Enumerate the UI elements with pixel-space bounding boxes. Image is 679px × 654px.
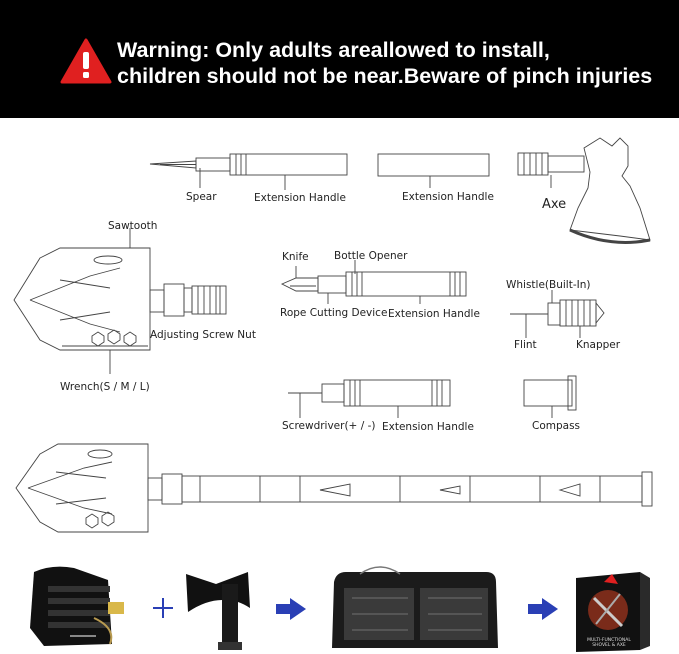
label-bottle-opener: Bottle Opener bbox=[334, 250, 408, 262]
screwdriver-part bbox=[288, 379, 451, 418]
folded-shovel-image bbox=[30, 566, 124, 646]
axe-part bbox=[517, 137, 651, 244]
label-extension-handle-2: Extension Handle bbox=[402, 191, 494, 203]
label-whistle: Whistle(Built-In) bbox=[506, 279, 591, 291]
label-spear: Spear bbox=[186, 191, 217, 203]
assembled-shovel-part bbox=[15, 443, 653, 533]
label-extension-handle-3: Extension Handle bbox=[388, 308, 480, 320]
label-axe: Axe bbox=[542, 197, 567, 212]
axe-image bbox=[186, 572, 250, 650]
package-sequence: MULTI-FUNCTIONAL SHOVEL & AXE bbox=[0, 558, 679, 654]
flint-whistle-part bbox=[510, 290, 605, 338]
label-knife: Knife bbox=[282, 251, 309, 263]
label-flint: Flint bbox=[514, 339, 537, 351]
label-compass: Compass bbox=[532, 420, 581, 432]
compass-part bbox=[523, 375, 577, 418]
extension-handle-part bbox=[377, 153, 490, 177]
label-sawtooth: Sawtooth bbox=[108, 220, 158, 232]
box-text-line-1: MULTI-FUNCTIONAL bbox=[587, 638, 631, 643]
label-screwdriver: Screwdriver(+ / -) bbox=[282, 420, 376, 432]
box-text: MULTI-FUNCTIONAL SHOVEL & AXE bbox=[578, 638, 640, 648]
plus-icon bbox=[153, 598, 173, 618]
arrow-right-icon bbox=[528, 598, 558, 620]
arrow-right-icon bbox=[276, 598, 306, 620]
parts-line-art bbox=[13, 137, 653, 533]
label-extension-handle-1: Extension Handle bbox=[254, 192, 346, 204]
warning-text: Warning: Only adults areallowed to insta… bbox=[117, 37, 652, 89]
knife-part bbox=[280, 260, 467, 304]
label-adjusting-screw-nut: Adjusting Screw Nut bbox=[150, 329, 256, 341]
product-box-image bbox=[576, 572, 650, 652]
label-rope-cutting-device: Rope Cutting Device bbox=[280, 307, 388, 319]
warning-banner: Warning: Only adults areallowed to insta… bbox=[0, 0, 679, 118]
parts-diagram: Spear Extension Handle Extension Handle … bbox=[0, 118, 679, 558]
label-knapper: Knapper bbox=[576, 339, 621, 351]
label-extension-handle-4: Extension Handle bbox=[382, 421, 474, 433]
spear-part bbox=[149, 153, 348, 176]
warning-line-1: Warning: Only adults areallowed to insta… bbox=[117, 38, 550, 62]
storage-bag-image bbox=[332, 566, 498, 648]
warning-line-2: children should not be near.Beware of pi… bbox=[117, 64, 653, 88]
warning-triangle-icon bbox=[60, 38, 112, 84]
box-text-line-2: SHOVEL & AXE bbox=[592, 643, 626, 648]
label-wrench: Wrench(S / M / L) bbox=[60, 381, 150, 393]
shovel-head-part bbox=[13, 228, 227, 374]
